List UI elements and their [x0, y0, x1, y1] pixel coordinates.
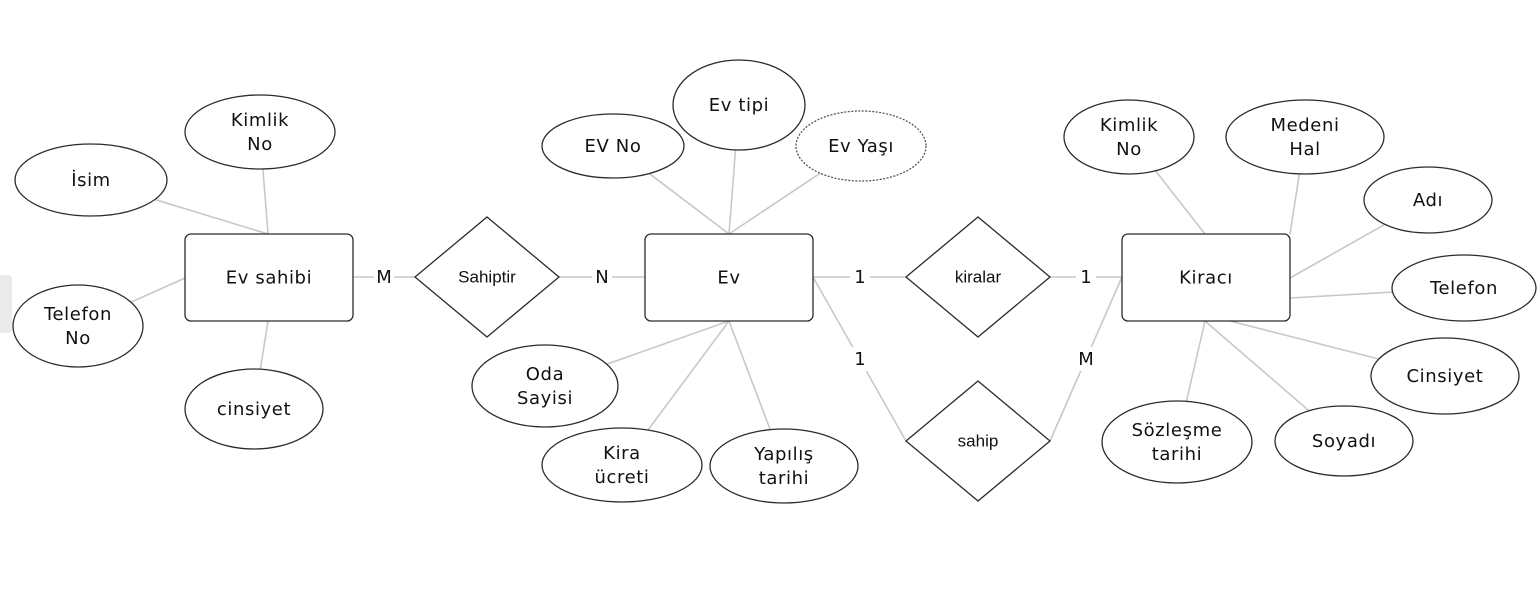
attribute-ev-kira[interactable]: [541, 427, 703, 503]
relationship-label-sahip: sahip: [958, 431, 999, 450]
attribute-es-cinsiyet[interactable]: [184, 368, 324, 450]
attribute-label-ev-tipi: Ev tipi: [709, 95, 769, 116]
attribute-label-ev-oda: Oda: [526, 364, 564, 385]
relationship-label-sahiptir: Sahiptir: [458, 267, 516, 286]
entity-ev-sahibi[interactable]: [184, 233, 354, 322]
attribute-k-telefon[interactable]: [1391, 254, 1537, 322]
attribute-label-ev-yapilis: tarihi: [759, 468, 810, 489]
attribute-label-k-sozlesme: tarihi: [1152, 444, 1203, 465]
attribute-label-k-telefon: Telefon: [1429, 278, 1498, 299]
cardinality-backing: [850, 265, 870, 289]
relationship-kiralar[interactable]: [904, 216, 1052, 338]
cardinality-kiralar-from: 1: [854, 267, 865, 288]
entity-ev[interactable]: [644, 233, 814, 322]
relationship-sahip[interactable]: [904, 380, 1052, 502]
attribute-label-es-kimlik: No: [247, 134, 273, 155]
attribute-k-cinsiyet[interactable]: [1370, 337, 1520, 415]
attribute-ev-no[interactable]: [541, 113, 685, 179]
attribute-k-soyadi[interactable]: [1274, 405, 1414, 477]
attribute-label-ev-oda: Sayisi: [517, 388, 573, 409]
attribute-k-adi[interactable]: [1363, 166, 1493, 234]
cardinality-sahip-to: M: [1078, 349, 1094, 370]
attribute-es-telefon[interactable]: [12, 284, 144, 368]
attribute-es-kimlik[interactable]: [184, 94, 336, 170]
attribute-label-k-sozlesme: Sözleşme: [1132, 420, 1223, 441]
attribute-label-k-kimlik: Kimlik: [1100, 115, 1158, 136]
cardinality-backing: [1076, 347, 1096, 371]
cardinality-sahip-from: 1: [854, 349, 865, 370]
attribute-label-k-medeni: Hal: [1289, 139, 1320, 160]
attribute-label-es-cinsiyet: cinsiyet: [217, 399, 291, 420]
attribute-label-k-medeni: Medeni: [1270, 115, 1339, 136]
attribute-label-es-telefon: Telefon: [43, 304, 112, 325]
attribute-label-ev-kira: ücreti: [594, 467, 649, 488]
attribute-label-k-adi: Adı: [1413, 190, 1443, 211]
attribute-es-isim[interactable]: [14, 143, 168, 217]
attribute-ev-tipi[interactable]: [672, 59, 806, 151]
attribute-k-sozlesme[interactable]: [1101, 400, 1253, 484]
attribute-label-es-telefon: No: [65, 328, 91, 349]
attribute-k-kimlik[interactable]: [1063, 99, 1195, 175]
entity-label-ev-sahibi: Ev sahibi: [226, 268, 312, 289]
entity-label-ev: Ev: [717, 268, 740, 289]
relationship-label-kiralar: kiralar: [955, 267, 1002, 286]
attribute-k-medeni[interactable]: [1225, 99, 1385, 175]
cardinality-sahiptir-to: N: [595, 267, 608, 288]
attribute-label-k-cinsiyet: Cinsiyet: [1407, 366, 1484, 387]
attribute-label-ev-yasi: Ev Yaşı: [828, 136, 894, 157]
attribute-label-ev-kira: Kira: [603, 443, 641, 464]
cardinality-backing: [592, 265, 612, 289]
attribute-label-es-isim: İsim: [71, 170, 111, 191]
attribute-label-ev-yapilis: Yapılış: [753, 444, 814, 465]
cardinality-backing: [374, 265, 394, 289]
attribute-ev-yasi[interactable]: [795, 110, 927, 182]
entity-kiraci[interactable]: [1121, 233, 1291, 322]
left-edge-handle[interactable]: [0, 275, 12, 333]
cardinality-backing: [850, 347, 870, 371]
relationship-sahiptir[interactable]: [413, 216, 561, 338]
attribute-label-k-kimlik: No: [1116, 139, 1142, 160]
cardinality-backing: [1076, 265, 1096, 289]
entity-label-kiraci: Kiracı: [1179, 268, 1233, 289]
attribute-label-k-soyadi: Soyadı: [1312, 431, 1376, 452]
cardinality-kiralar-to: 1: [1080, 267, 1091, 288]
cardinality-sahiptir-from: M: [376, 267, 392, 288]
attribute-ev-oda[interactable]: [471, 344, 619, 428]
attribute-ev-yapilis[interactable]: [709, 428, 859, 504]
attribute-label-es-kimlik: Kimlik: [231, 110, 289, 131]
attribute-label-ev-no: EV No: [585, 136, 642, 157]
